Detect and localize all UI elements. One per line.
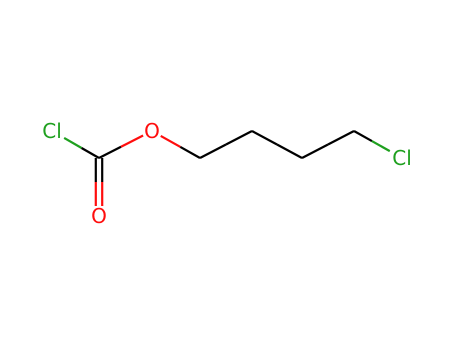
bond-c2-c3-half-1 [199, 143, 227, 159]
bond-cl1-c1-half-1 [63, 137, 83, 149]
bond-c3-c4-half-2 [276, 143, 303, 159]
bond-c1-o_ester-half-2 [120, 134, 144, 148]
bond-c5-cl2-half-2 [371, 140, 391, 153]
atom-label-cl1: Cl [42, 119, 62, 143]
bond-c1-o_ester-half-1 [98, 145, 122, 159]
atom-label-o_carbonyl: O [91, 204, 107, 228]
bond-o_ester-c2-half-2 [179, 145, 201, 159]
bond-layer [63, 130, 391, 206]
bond-cl1-c1-half-2 [81, 147, 100, 159]
bond-c2-c3-half-2 [225, 130, 253, 146]
bond-c3-c4-half-1 [251, 130, 278, 146]
bond-c4-c5-half-1 [301, 143, 329, 159]
bond-o_ester-c2-half-1 [160, 134, 181, 148]
atom-label-o_ester: O [144, 119, 160, 143]
bond-c5-cl2-half-1 [353, 130, 373, 143]
bond-c4-c5-half-2 [327, 130, 355, 146]
atom-label-cl2: Cl [392, 146, 412, 170]
